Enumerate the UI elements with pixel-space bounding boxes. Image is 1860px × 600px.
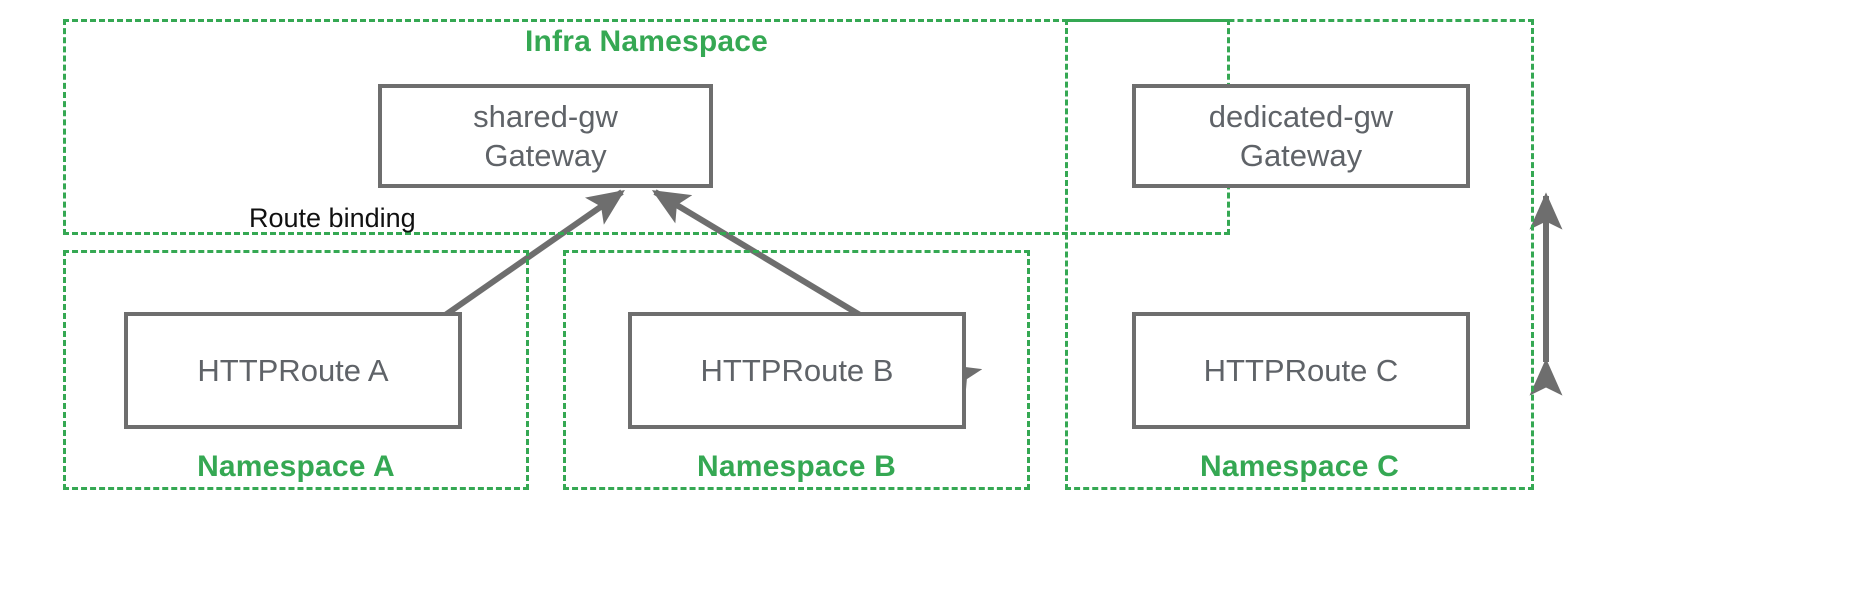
namespace-label-infra: Infra Namespace xyxy=(524,25,769,58)
node-dedicated-gw[interactable]: dedicated-gw Gateway xyxy=(1132,84,1470,188)
node-route-c-name: HTTPRoute C xyxy=(1203,352,1399,388)
node-shared-gw[interactable]: shared-gw Gateway xyxy=(378,84,713,188)
node-route-a-name: HTTPRoute A xyxy=(197,352,389,388)
namespace-label-a: Namespace A xyxy=(197,450,395,483)
namespace-label-b: Namespace B xyxy=(697,450,896,483)
namespace-label-c: Namespace C xyxy=(1200,450,1399,483)
node-dedicated-gw-kind: Gateway xyxy=(1239,138,1363,173)
node-shared-gw-kind: Gateway xyxy=(484,138,607,173)
edge-label-route-binding: Route binding xyxy=(249,203,416,233)
node-route-c[interactable]: HTTPRoute C xyxy=(1132,312,1470,429)
node-shared-gw-name: shared-gw xyxy=(473,98,618,134)
namespace-panel-c xyxy=(1065,19,1534,490)
node-route-b[interactable]: HTTPRoute B xyxy=(628,312,966,429)
node-route-a[interactable]: HTTPRoute A xyxy=(124,312,462,429)
namespace-panel-a xyxy=(63,250,529,490)
node-dedicated-gw-name: dedicated-gw xyxy=(1208,98,1394,134)
node-route-b-name: HTTPRoute B xyxy=(700,352,894,388)
namespace-panel-b xyxy=(563,250,1030,490)
